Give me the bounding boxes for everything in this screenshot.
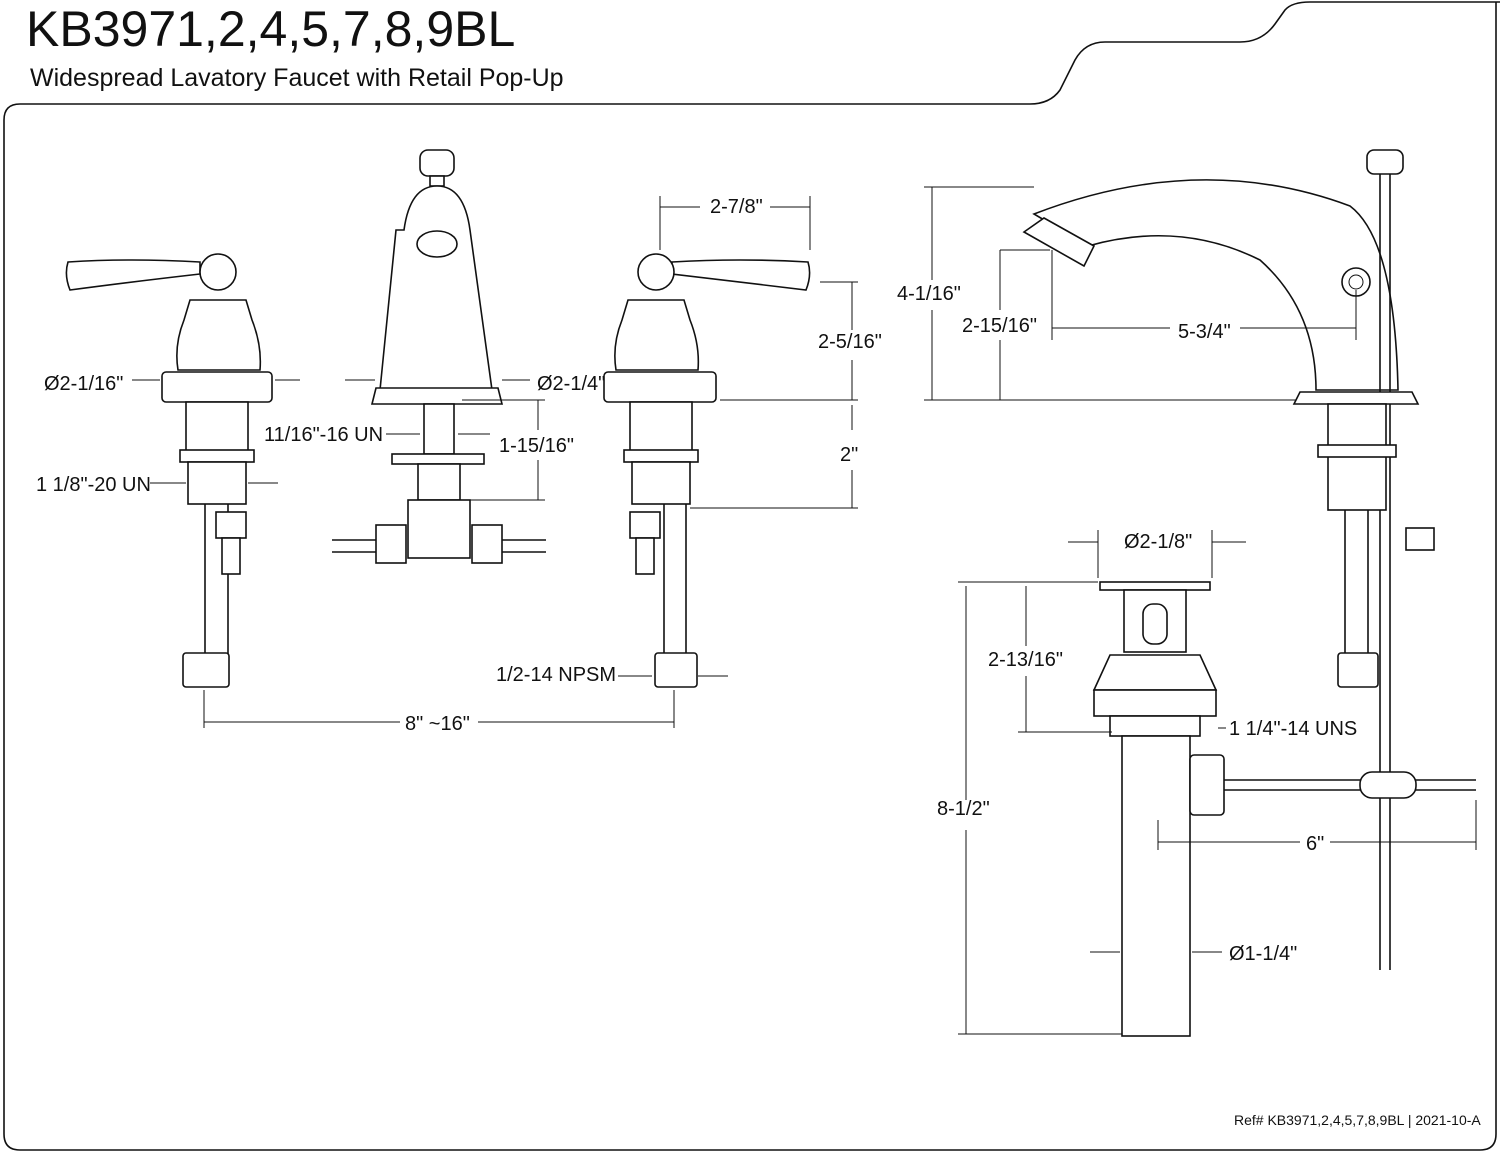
spout-front-drawing: [332, 149, 546, 564]
dim-spout-reach: 5-3/4": [1178, 321, 1231, 343]
dim-handle-thread: 1 1/8"-20 UN: [36, 474, 151, 496]
reference-number: Ref# KB3971,2,4,5,7,8,9BL | 2021-10-A: [1234, 1112, 1481, 1128]
dim-inlet-connection: 1/2-14 NPSM: [496, 664, 616, 686]
dim-pivot-rod-length: 6": [1306, 833, 1324, 855]
drawing-border: [3, 1, 1500, 1151]
dim-handle-shank-length: 2": [840, 444, 858, 466]
dim-drain-body-height: 2-13/16": [988, 649, 1063, 671]
dim-spout-thread: 11/16"-16 UN: [264, 424, 383, 446]
dim-spout-base-diameter: Ø2-1/4": [537, 373, 605, 395]
dim-spout-outlet-height: 2-15/16": [962, 315, 1037, 337]
page-title: KB3971,2,4,5,7,8,9BL: [26, 1, 515, 57]
dim-tailpiece-diameter: Ø1-1/4": [1229, 943, 1297, 965]
right-handle-drawing: [603, 253, 811, 688]
dim-drain-flange-diameter: Ø2-1/8": [1124, 531, 1192, 553]
dim-handle-height: 2-5/16": [818, 331, 882, 353]
dim-drain-thread: 1 1/4"-14 UNS: [1229, 718, 1357, 740]
dim-drain-length: 8-1/2": [937, 798, 990, 820]
faucet-side-drawing: [1022, 149, 1435, 970]
pop-up-drain-drawing: [1092, 581, 1476, 1037]
dimension-lines: [132, 186, 1477, 1035]
dim-center-spread: 8" ~16": [405, 713, 470, 735]
page-subtitle: Widespread Lavatory Faucet with Retail P…: [30, 64, 564, 92]
left-handle-drawing: [65, 253, 273, 688]
dim-handle-diameter: Ø2-1/16": [44, 373, 123, 395]
dim-spout-shank-length: 1-15/16": [499, 435, 574, 457]
dim-spout-height: 4-1/16": [897, 283, 961, 305]
dim-handle-width: 2-7/8": [710, 196, 763, 218]
